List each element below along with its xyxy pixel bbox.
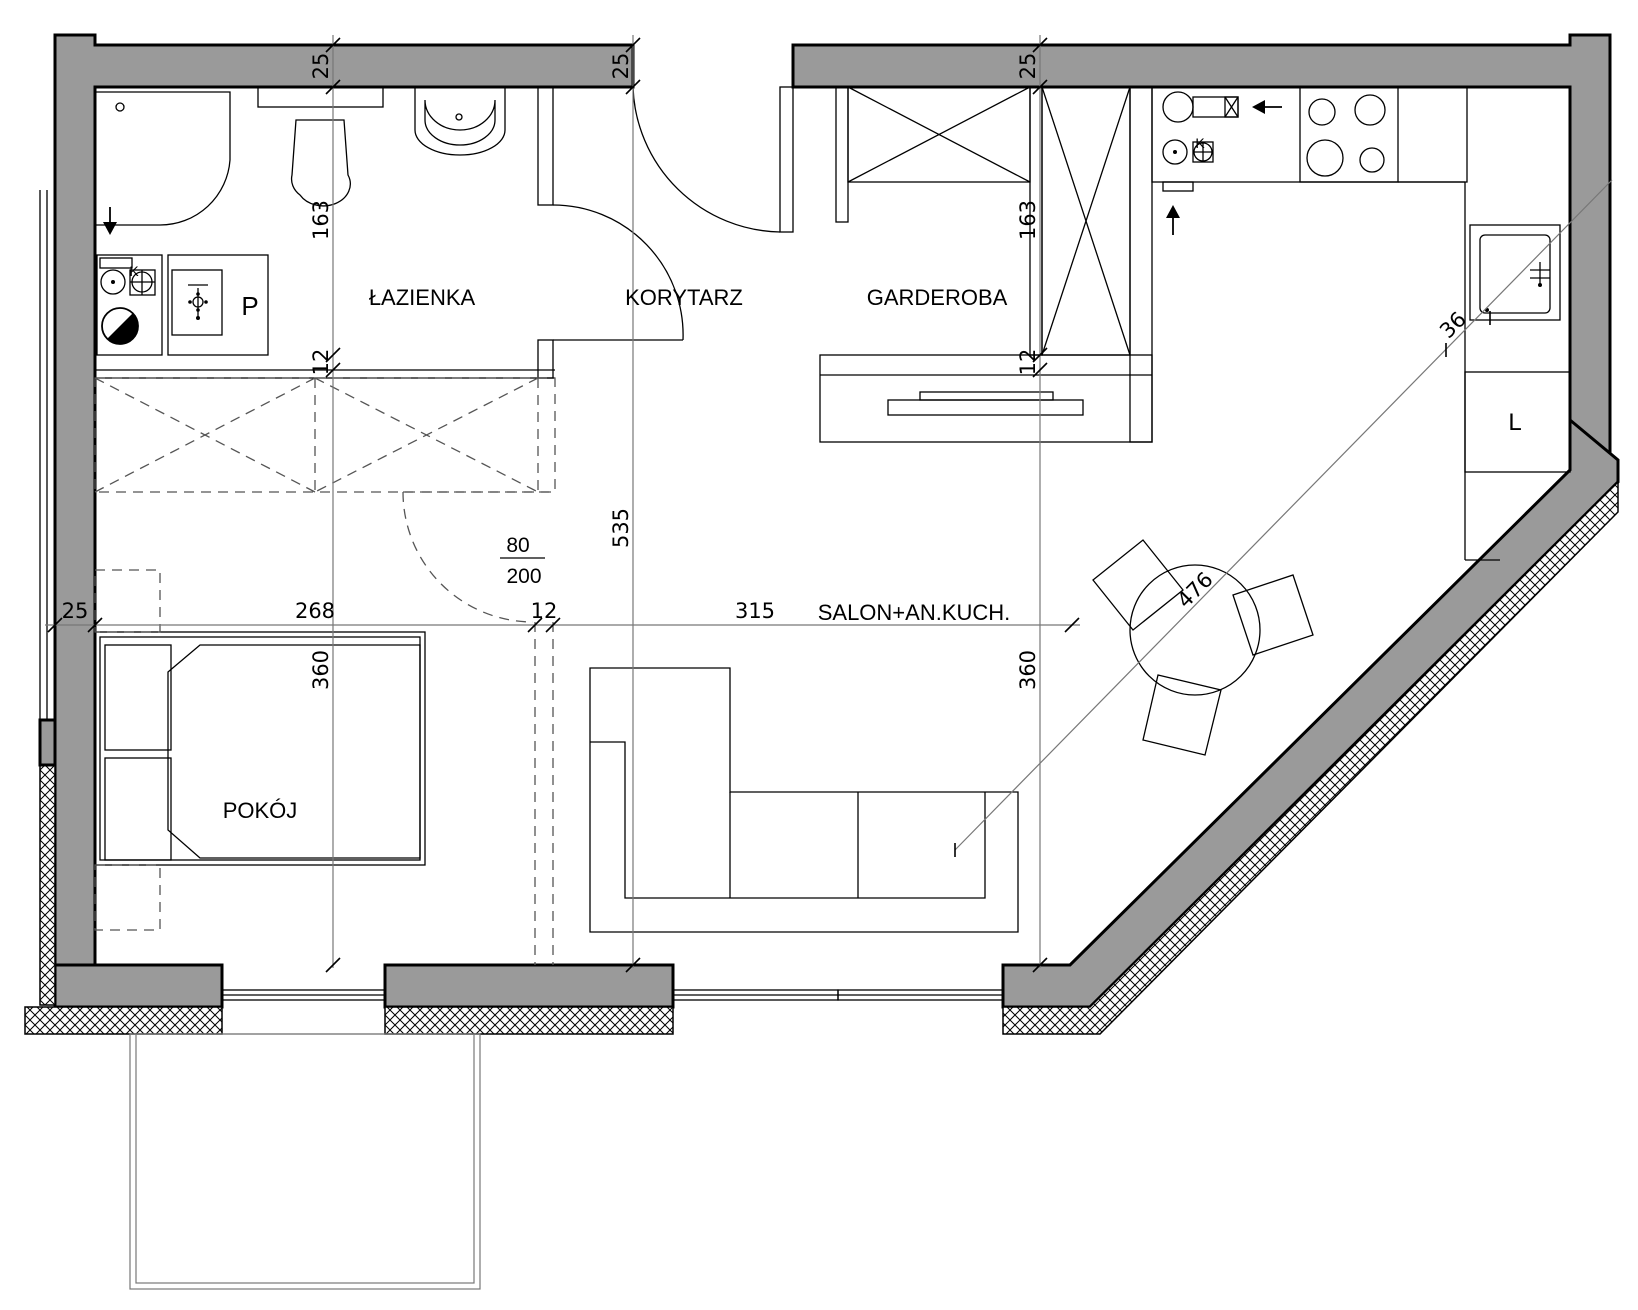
room-label-corridor: KORYTARZ [625, 285, 743, 310]
dim-living-depth: 360 [1016, 650, 1040, 690]
washer-label: P [241, 291, 258, 321]
kitchen-fixtures: K L [1151, 86, 1571, 561]
insulation-bottom-mid [384, 1006, 674, 1035]
dim-partition-right: 12 [1016, 349, 1040, 376]
dim-corridor-length: 535 [609, 508, 633, 548]
toilet-bowl [290, 119, 351, 207]
bath-boiler [96, 254, 163, 356]
dim-partition-left: 12 [309, 349, 333, 376]
wall-diagonal [1001, 416, 1620, 1009]
room-label-bedroom: POKÓJ [223, 798, 298, 823]
door-width-label: 80 [506, 534, 529, 557]
furniture [94, 539, 1314, 933]
room-labels: ŁAZIENKA KORYTARZ GARDEROBA SALON+AN.KUC… [223, 285, 1011, 823]
wall-west-stub [38, 718, 57, 767]
kitchen-sink [1469, 224, 1561, 321]
room-label-bathroom: ŁAZIENKA [369, 285, 476, 310]
wall-top-left [53, 33, 635, 967]
room-label-living: SALON+AN.KUCH. [818, 600, 1011, 625]
boiler-bath-label: K [129, 263, 139, 279]
dining-table [1129, 564, 1261, 696]
door-height-label: 200 [506, 565, 541, 588]
windows [39, 190, 1004, 1290]
dim-bedroom-depth: 360 [309, 650, 333, 690]
dim-bath-depth: 163 [309, 200, 333, 240]
sofa [589, 667, 1019, 933]
chair-1 [1092, 539, 1184, 631]
insulation-bottom-left [24, 1006, 223, 1035]
bed [94, 631, 426, 866]
dim-wall-top-left: 25 [309, 53, 333, 80]
dimension-lines [45, 35, 1613, 973]
bath-sink [414, 86, 506, 156]
washer [167, 254, 269, 356]
dim-partition-mid: 12 [531, 599, 558, 623]
balcony [129, 1033, 481, 1290]
partitions [94, 45, 1153, 965]
dimension-texts: 25 25 25 163 163 12 12 535 360 360 25 26… [62, 53, 1471, 690]
wall-bottom-mid [383, 963, 675, 1009]
insulation-diagonal [1002, 480, 1619, 1035]
wall-top-right [791, 33, 1612, 462]
dim-wall-west: 25 [62, 599, 89, 623]
pillow-2 [104, 757, 172, 861]
walls [24, 33, 1620, 1035]
dim-wall-top-right: 25 [1016, 53, 1040, 80]
dim-bedroom-width: 268 [295, 599, 335, 623]
bathroom-fixtures: P K [94, 86, 506, 356]
shower-tray [94, 91, 231, 226]
boiler-kitchen-label: K [1195, 135, 1205, 151]
room-label-wardrobe: GARDEROBA [867, 285, 1008, 310]
chair-2 [1232, 574, 1314, 656]
chair-3 [1142, 674, 1222, 756]
dim-wardrobe-depth: 163 [1016, 200, 1040, 240]
insulation-west [39, 764, 56, 1006]
dim-diagonal: 476 [1172, 567, 1217, 612]
hob [1299, 86, 1399, 183]
pillow-1 [104, 644, 172, 751]
fridge [1464, 371, 1571, 473]
toilet-tank [257, 86, 384, 108]
dim-wall-top-mid: 25 [609, 53, 633, 80]
fridge-label: L [1508, 409, 1521, 436]
wall-bottom-left [53, 963, 224, 1009]
dim-living-width: 315 [735, 599, 775, 623]
